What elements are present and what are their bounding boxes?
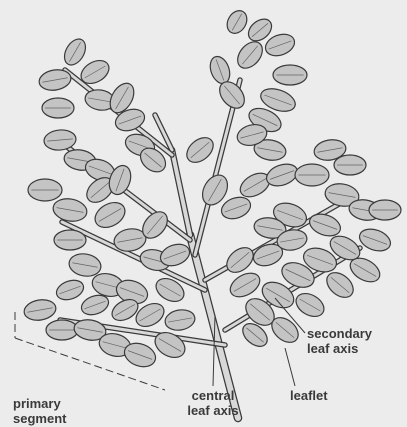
label-central-leaf-axis: central leaf axis bbox=[176, 388, 250, 418]
leaf-stems bbox=[58, 70, 360, 418]
label-leaflet-line1: leaflet bbox=[290, 388, 328, 403]
label-central-line1: central bbox=[176, 388, 250, 403]
label-primary-line1: primary bbox=[13, 396, 66, 411]
axis-1 bbox=[172, 150, 190, 235]
label-primary-line2: segment bbox=[13, 411, 66, 426]
leader-line-2 bbox=[285, 348, 295, 386]
label-secondary-line1: secondary bbox=[307, 326, 372, 341]
label-secondary-leaf-axis: secondary leaf axis bbox=[307, 326, 372, 356]
label-central-line2: leaf axis bbox=[176, 403, 250, 418]
label-secondary-line2: leaf axis bbox=[307, 341, 372, 356]
label-primary-segment: primary segment bbox=[13, 396, 66, 426]
label-leaflet: leaflet bbox=[290, 388, 328, 403]
